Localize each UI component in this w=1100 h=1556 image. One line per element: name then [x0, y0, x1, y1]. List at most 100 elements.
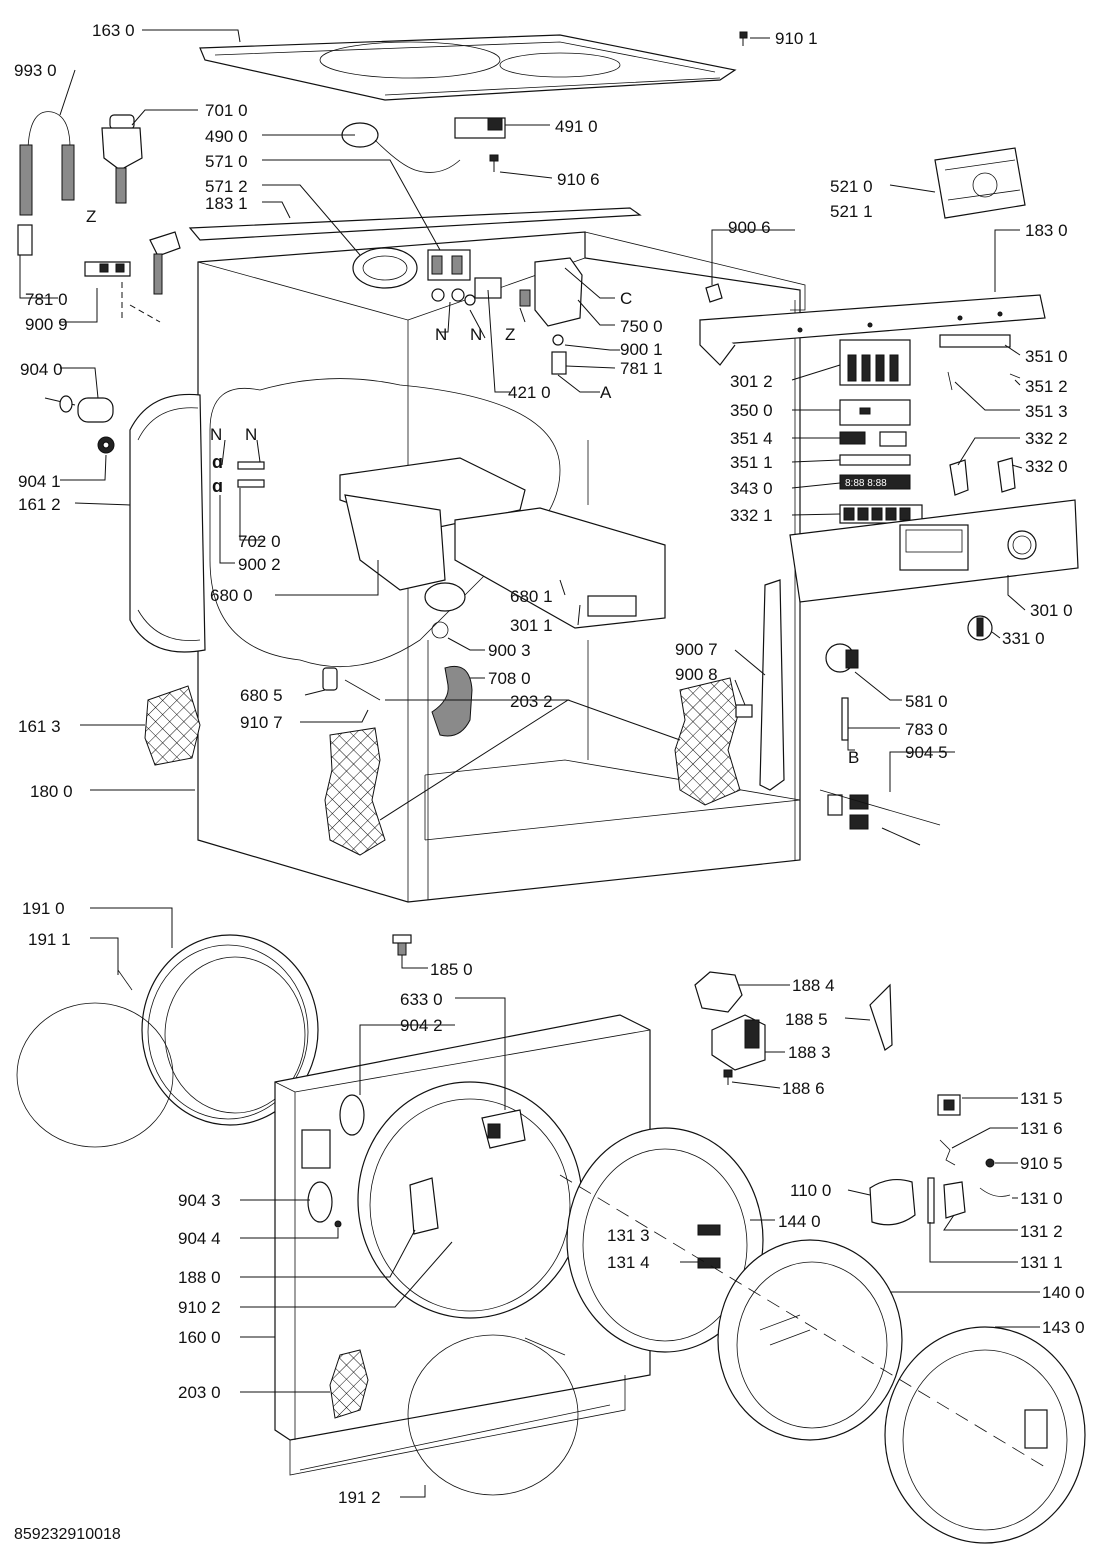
label-131-5: 131 5	[1020, 1089, 1063, 1108]
door-lock-633-0	[481, 1109, 526, 1149]
pressure-switch-581	[825, 643, 859, 673]
label-n-3: N	[210, 425, 222, 444]
label-351-0: 351 0	[1025, 347, 1068, 366]
label-904-2: 904 2	[400, 1016, 443, 1035]
label-680-0: 680 0	[210, 586, 253, 605]
door-lever-188-0	[409, 1177, 439, 1235]
label-z-2: Z	[505, 325, 515, 344]
label-904-5: 904 5	[905, 743, 948, 762]
parts-131-1-2	[927, 1177, 966, 1224]
label-910-6: 910 6	[557, 170, 600, 189]
label-n-1: N	[435, 325, 447, 344]
svg-text:8:88 8:88: 8:88 8:88	[845, 478, 887, 489]
label-900-9: 900 9	[25, 315, 68, 334]
label-143-0: 143 0	[1042, 1318, 1085, 1337]
fill-hose	[17, 111, 75, 256]
label-750-0: 750 0	[620, 317, 663, 336]
label-701-0: 701 0	[205, 101, 248, 120]
label-781-1: 781 1	[620, 359, 663, 378]
label-680-5: 680 5	[240, 686, 283, 705]
label-900-1: 900 1	[620, 340, 663, 359]
label-161-2: 161 2	[18, 495, 61, 514]
label-993-0: 993 0	[14, 61, 57, 80]
cover-188-4	[694, 971, 743, 1013]
display-343-0: 8:88 8:88	[839, 474, 911, 490]
label-910-2: 910 2	[178, 1298, 221, 1317]
svg-text:ɑ: ɑ	[212, 452, 223, 472]
label-521-1: 521 1	[830, 202, 873, 221]
label-910-7: 910 7	[240, 713, 283, 732]
door-gasket	[141, 934, 319, 1126]
label-161-3: 161 3	[18, 717, 61, 736]
label-421-0: 421 0	[508, 383, 551, 402]
label-900-3: 900 3	[488, 641, 531, 660]
label-z-1: Z	[86, 207, 96, 226]
door-outer-frame	[884, 1326, 1086, 1544]
label-490-0: 490 0	[205, 127, 248, 146]
label-633-0: 633 0	[400, 990, 443, 1009]
label-904-0: 904 0	[20, 360, 63, 379]
control-module	[934, 147, 1026, 219]
label-900-2: 900 2	[238, 555, 281, 574]
label-351-2: 351 2	[1025, 377, 1068, 396]
pcb-301-2	[839, 339, 911, 386]
label-a: A	[600, 383, 612, 402]
control-rail	[699, 294, 1046, 366]
handle-110-0	[869, 1178, 916, 1226]
label-904-4: 904 4	[178, 1229, 221, 1248]
control-panel	[789, 499, 1079, 603]
interference-filter	[454, 117, 506, 139]
spring-131-6	[939, 1139, 956, 1166]
label-491-0: 491 0	[555, 117, 598, 136]
label-131-4: 131 4	[607, 1253, 650, 1272]
label-183-1: 183 1	[205, 194, 248, 213]
buttons-332-1	[839, 504, 923, 524]
label-144-0: 144 0	[778, 1212, 821, 1231]
mains-cable	[341, 122, 461, 173]
foot-185-0	[392, 934, 412, 956]
counterweight-904-0	[44, 395, 114, 423]
latch-332-0	[997, 457, 1016, 493]
label-332-0: 332 0	[1025, 457, 1068, 476]
label-191-1: 191 1	[28, 930, 71, 949]
knob-331-0	[967, 615, 993, 641]
pipe-connector	[149, 231, 181, 295]
label-680-1: 680 1	[510, 587, 553, 606]
label-900-6: 900 6	[728, 218, 771, 237]
label-163-0: 163 0	[92, 21, 135, 40]
svg-text:ɑ: ɑ	[212, 476, 223, 496]
label-131-1: 131 1	[1020, 1253, 1063, 1272]
label-c: C	[620, 289, 632, 308]
connector-351-0	[939, 334, 1011, 348]
label-783-0: 783 0	[905, 720, 948, 739]
label-301-1: 301 1	[510, 616, 553, 635]
side-panel	[129, 393, 206, 653]
label-131-0: 131 0	[1020, 1189, 1063, 1208]
inlet-valve	[101, 114, 143, 204]
clip-900-8	[735, 704, 753, 718]
label-110-0: 110 0	[790, 1181, 831, 1200]
label-351-1: 351 1	[730, 453, 773, 472]
label-188-3: 188 3	[788, 1043, 831, 1062]
label-160-0: 160 0	[178, 1328, 221, 1347]
cover-188-5	[869, 983, 893, 1051]
grille-161-3	[144, 685, 201, 766]
water-valves	[352, 247, 476, 306]
clamp-191-1	[16, 969, 174, 1148]
label-131-2: 131 2	[1020, 1222, 1063, 1241]
door-frame-inner	[566, 1127, 764, 1353]
label-904-1: 904 1	[18, 472, 61, 491]
label-571-0: 571 0	[205, 152, 248, 171]
hinge-clips-131-3-4	[697, 1224, 721, 1269]
nut-904-1	[97, 436, 115, 454]
label-185-0: 185 0	[430, 960, 473, 979]
bracket-900-9	[84, 261, 131, 277]
label-708-0: 708 0	[488, 669, 531, 688]
screw-910-1	[739, 31, 748, 46]
spring-191-2	[407, 1334, 579, 1496]
dispenser-drawer	[454, 507, 666, 629]
clip-900-6	[705, 283, 723, 303]
pressure-chamber	[474, 277, 502, 299]
label-781-0: 781 0	[25, 290, 68, 309]
